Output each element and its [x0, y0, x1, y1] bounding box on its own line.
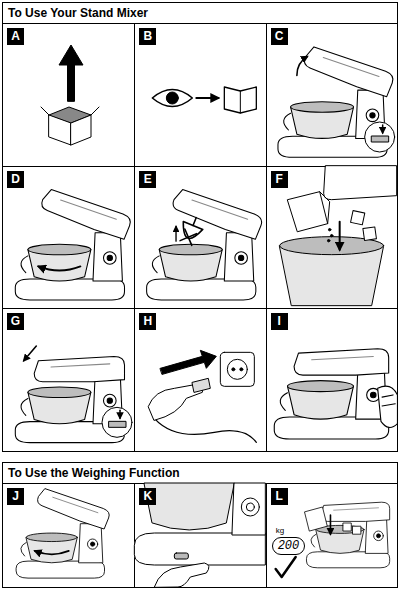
step-letter: L	[271, 488, 288, 505]
step-letter: H	[139, 313, 156, 330]
step-panel: K	[134, 483, 265, 587]
step-letter: A	[7, 28, 24, 45]
step-letter: B	[139, 28, 156, 45]
step-panel: E	[134, 166, 265, 309]
section-heading: To Use the Weighing Function	[3, 463, 397, 483]
step-panel: I	[266, 308, 397, 451]
step-panel: D	[3, 166, 134, 309]
step-letter: E	[139, 171, 156, 188]
step-letter: J	[7, 488, 24, 505]
step-panel: H	[134, 308, 265, 451]
step-panel: F	[266, 166, 397, 309]
step-letter: D	[7, 171, 24, 188]
step-panel: J	[3, 483, 134, 587]
scale-display-reading: 200	[272, 537, 306, 555]
section-heading: To Use Your Stand Mixer	[3, 3, 397, 23]
step-letter: K	[139, 488, 156, 505]
step-letter: I	[271, 313, 288, 330]
step-panel: B	[134, 23, 265, 166]
step-letter: G	[7, 313, 24, 330]
scale-unit-label: kg	[276, 526, 284, 536]
step-panel: G	[3, 308, 134, 451]
step-letter: F	[271, 171, 288, 188]
step-letter: C	[271, 28, 288, 45]
step-panel: A	[3, 23, 134, 166]
section-frame: To Use Your Stand MixerA B C D E F G H I	[2, 2, 398, 452]
section-frame: To Use the Weighing FunctionJ K Lkg200	[2, 462, 398, 588]
step-panel: Lkg200	[266, 483, 397, 587]
step-panel: C	[266, 23, 397, 166]
